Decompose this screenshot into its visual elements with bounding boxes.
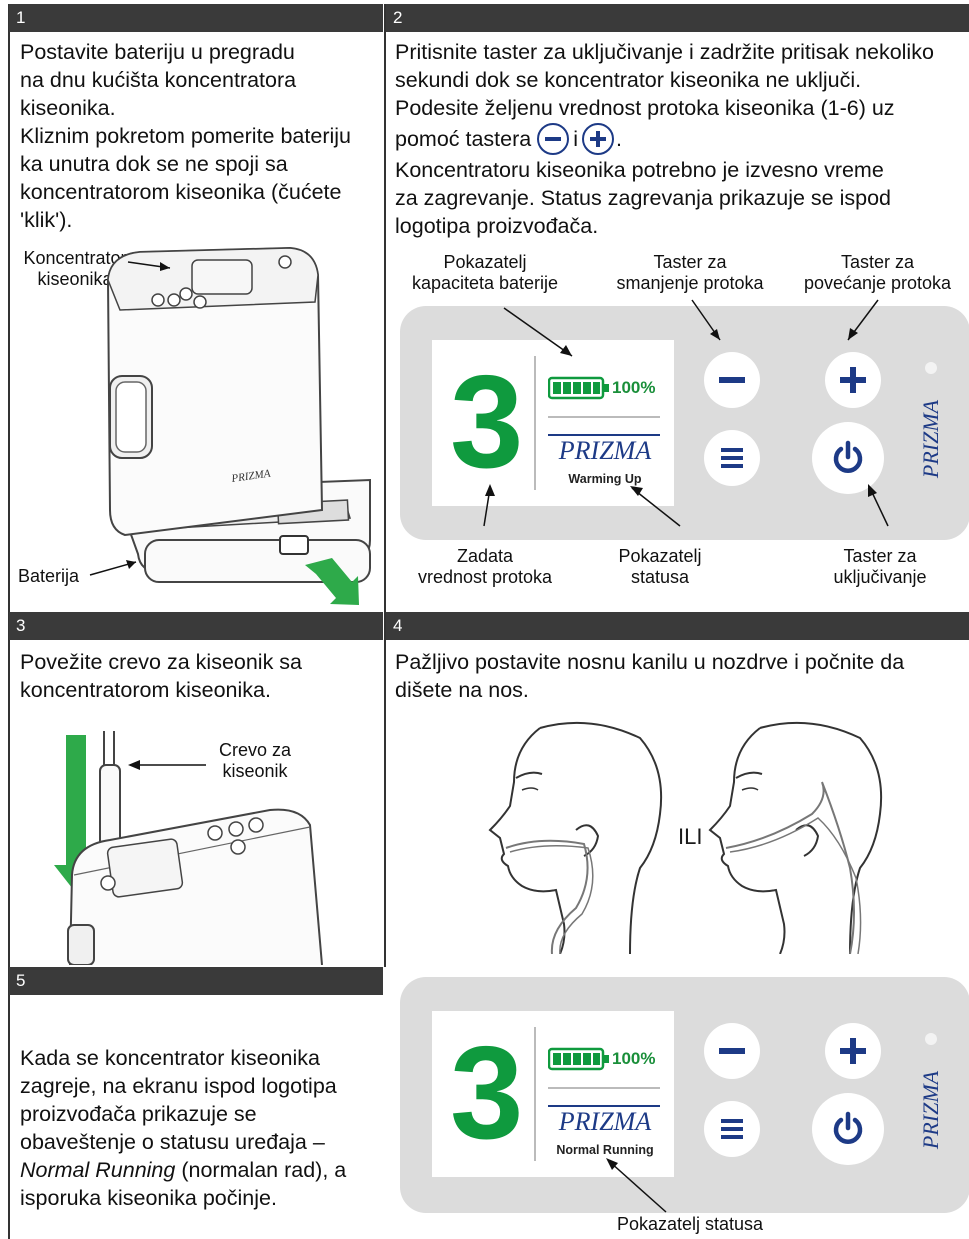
cannula-face-illustration-left xyxy=(480,718,670,954)
cannula-face-illustration-right xyxy=(700,718,890,954)
label-line: Pokazatelj xyxy=(400,252,570,273)
increase-button-label: Taster za povećanje protoka xyxy=(790,252,965,294)
power-button-label: Taster za uključivanje xyxy=(810,546,950,588)
section-2-header: 2 xyxy=(386,4,969,32)
text-line: logotipa proizvođača. xyxy=(395,212,965,240)
decrease-button-label: Taster za smanjenje protoka xyxy=(600,252,780,294)
screen-divider xyxy=(534,1027,536,1161)
section-5-instructions: Kada se koncentrator kiseonika zagreje, … xyxy=(20,1044,380,1212)
battery-icon xyxy=(548,1047,610,1071)
text-line: Normal Running (normalan rad), a xyxy=(20,1156,380,1184)
text-line: proizvođača prikazuje se xyxy=(20,1100,380,1128)
status-term: Normal Running xyxy=(20,1158,175,1182)
section-1-instructions: Postavite bateriju u pregradu na dnu kuć… xyxy=(20,38,380,234)
text-line: kiseonika. xyxy=(20,94,380,122)
text-line: Postavite bateriju u pregradu xyxy=(20,38,380,66)
label-line: Taster za xyxy=(810,546,950,567)
text-line: sekundi dok se koncentrator kiseonika ne… xyxy=(395,66,965,94)
status-indicator-label: Pokazatelj statusa xyxy=(600,546,720,588)
label-line: Taster za xyxy=(790,252,965,273)
text-line: Pritisnite taster za uključivanje i zadr… xyxy=(395,38,965,66)
status-indicator-label: Pokazatelj statusa xyxy=(580,1214,800,1235)
label-line: vrednost protoka xyxy=(400,567,570,588)
text-line-with-icons: pomoć tastera i . xyxy=(395,122,965,156)
text-line: koncentratorom kiseonika. xyxy=(20,676,380,704)
text-line: zagreje, na ekranu ispod logotipa xyxy=(20,1072,380,1100)
device-battery-illustration: PRIZMA xyxy=(10,240,382,610)
plus-icon xyxy=(582,123,614,155)
section-2-number: 2 xyxy=(393,8,402,27)
section-4-number: 4 xyxy=(393,616,402,635)
label-line: Taster za xyxy=(600,252,780,273)
text-line: Podesite željenu vrednost protoka kiseon… xyxy=(395,94,965,122)
screen-rule xyxy=(548,1087,660,1089)
text-line: dišete na nos. xyxy=(395,676,965,704)
text-line: ka unutra dok se ne spoji sa xyxy=(20,150,380,178)
minus-icon xyxy=(537,123,569,155)
section-2-instructions: Pritisnite taster za uključivanje i zadr… xyxy=(395,38,965,240)
section-4-instructions: Pažljivo postavite nosnu kanilu u nozdrv… xyxy=(395,648,965,704)
power-icon xyxy=(832,1111,864,1145)
power-button[interactable] xyxy=(812,1093,884,1165)
text-fragment: . xyxy=(616,125,622,153)
hose-connection-illustration xyxy=(10,725,382,965)
status-led xyxy=(925,1033,937,1045)
section-5-number: 5 xyxy=(16,971,25,990)
text-line: za zagrevanje. Status zagrevanja prikazu… xyxy=(395,184,965,212)
section-1-number: 1 xyxy=(16,8,25,27)
decrease-flow-button[interactable] xyxy=(704,1023,760,1079)
battery-indicator-label: Pokazatelj kapaciteta baterije xyxy=(400,252,570,294)
text-fragment: i xyxy=(573,125,578,153)
menu-icon xyxy=(721,1119,743,1123)
section-2-callout-arrows xyxy=(386,290,969,530)
text-line: 'klik'). xyxy=(20,206,380,234)
section-3-instructions: Povežite crevo za kiseonik sa koncentrat… xyxy=(20,648,380,704)
or-label: ILI xyxy=(678,824,702,850)
text-fragment: (normalan rad), a xyxy=(175,1158,346,1182)
label-line: Zadata xyxy=(400,546,570,567)
label-line: statusa xyxy=(600,567,720,588)
status-callout-arrow xyxy=(560,1140,700,1220)
text-line: Kada se koncentrator kiseonika xyxy=(20,1044,380,1072)
text-line: Povežite crevo za kiseonik sa xyxy=(20,648,380,676)
section-3-header: 3 xyxy=(9,612,383,640)
section-1-header: 1 xyxy=(9,4,383,32)
text-line: Pažljivo postavite nosnu kanilu u nozdrv… xyxy=(395,648,965,676)
flow-setpoint: 3 xyxy=(450,1023,523,1163)
menu-button[interactable] xyxy=(704,1101,760,1157)
text-line: Kliznim pokretom pomerite bateriju xyxy=(20,122,380,150)
text-line: isporuka kiseonika počinje. xyxy=(20,1184,380,1212)
text-line: obaveštenje o statusu uređaja – xyxy=(20,1128,380,1156)
increase-flow-button[interactable] xyxy=(825,1023,881,1079)
section-4-header: 4 xyxy=(386,612,969,640)
text-fragment: pomoć tastera xyxy=(395,125,531,153)
battery-percentage: 100% xyxy=(612,1049,655,1069)
side-brand-logo: PRIZMA xyxy=(918,1070,944,1150)
brand-logo: PRIZMA xyxy=(548,1107,662,1137)
text-line: na dnu kućišta koncentratora xyxy=(20,66,380,94)
setpoint-label: Zadata vrednost protoka xyxy=(400,546,570,588)
label-line: Pokazatelj xyxy=(600,546,720,567)
text-line: Koncentratoru kiseonika potrebno je izve… xyxy=(395,156,965,184)
section-3-number: 3 xyxy=(16,616,25,635)
text-line: koncentratorom kiseonika (čućete xyxy=(20,178,380,206)
label-line: uključivanje xyxy=(810,567,950,588)
section-5-header: 5 xyxy=(9,967,383,995)
minus-icon xyxy=(719,1048,745,1054)
